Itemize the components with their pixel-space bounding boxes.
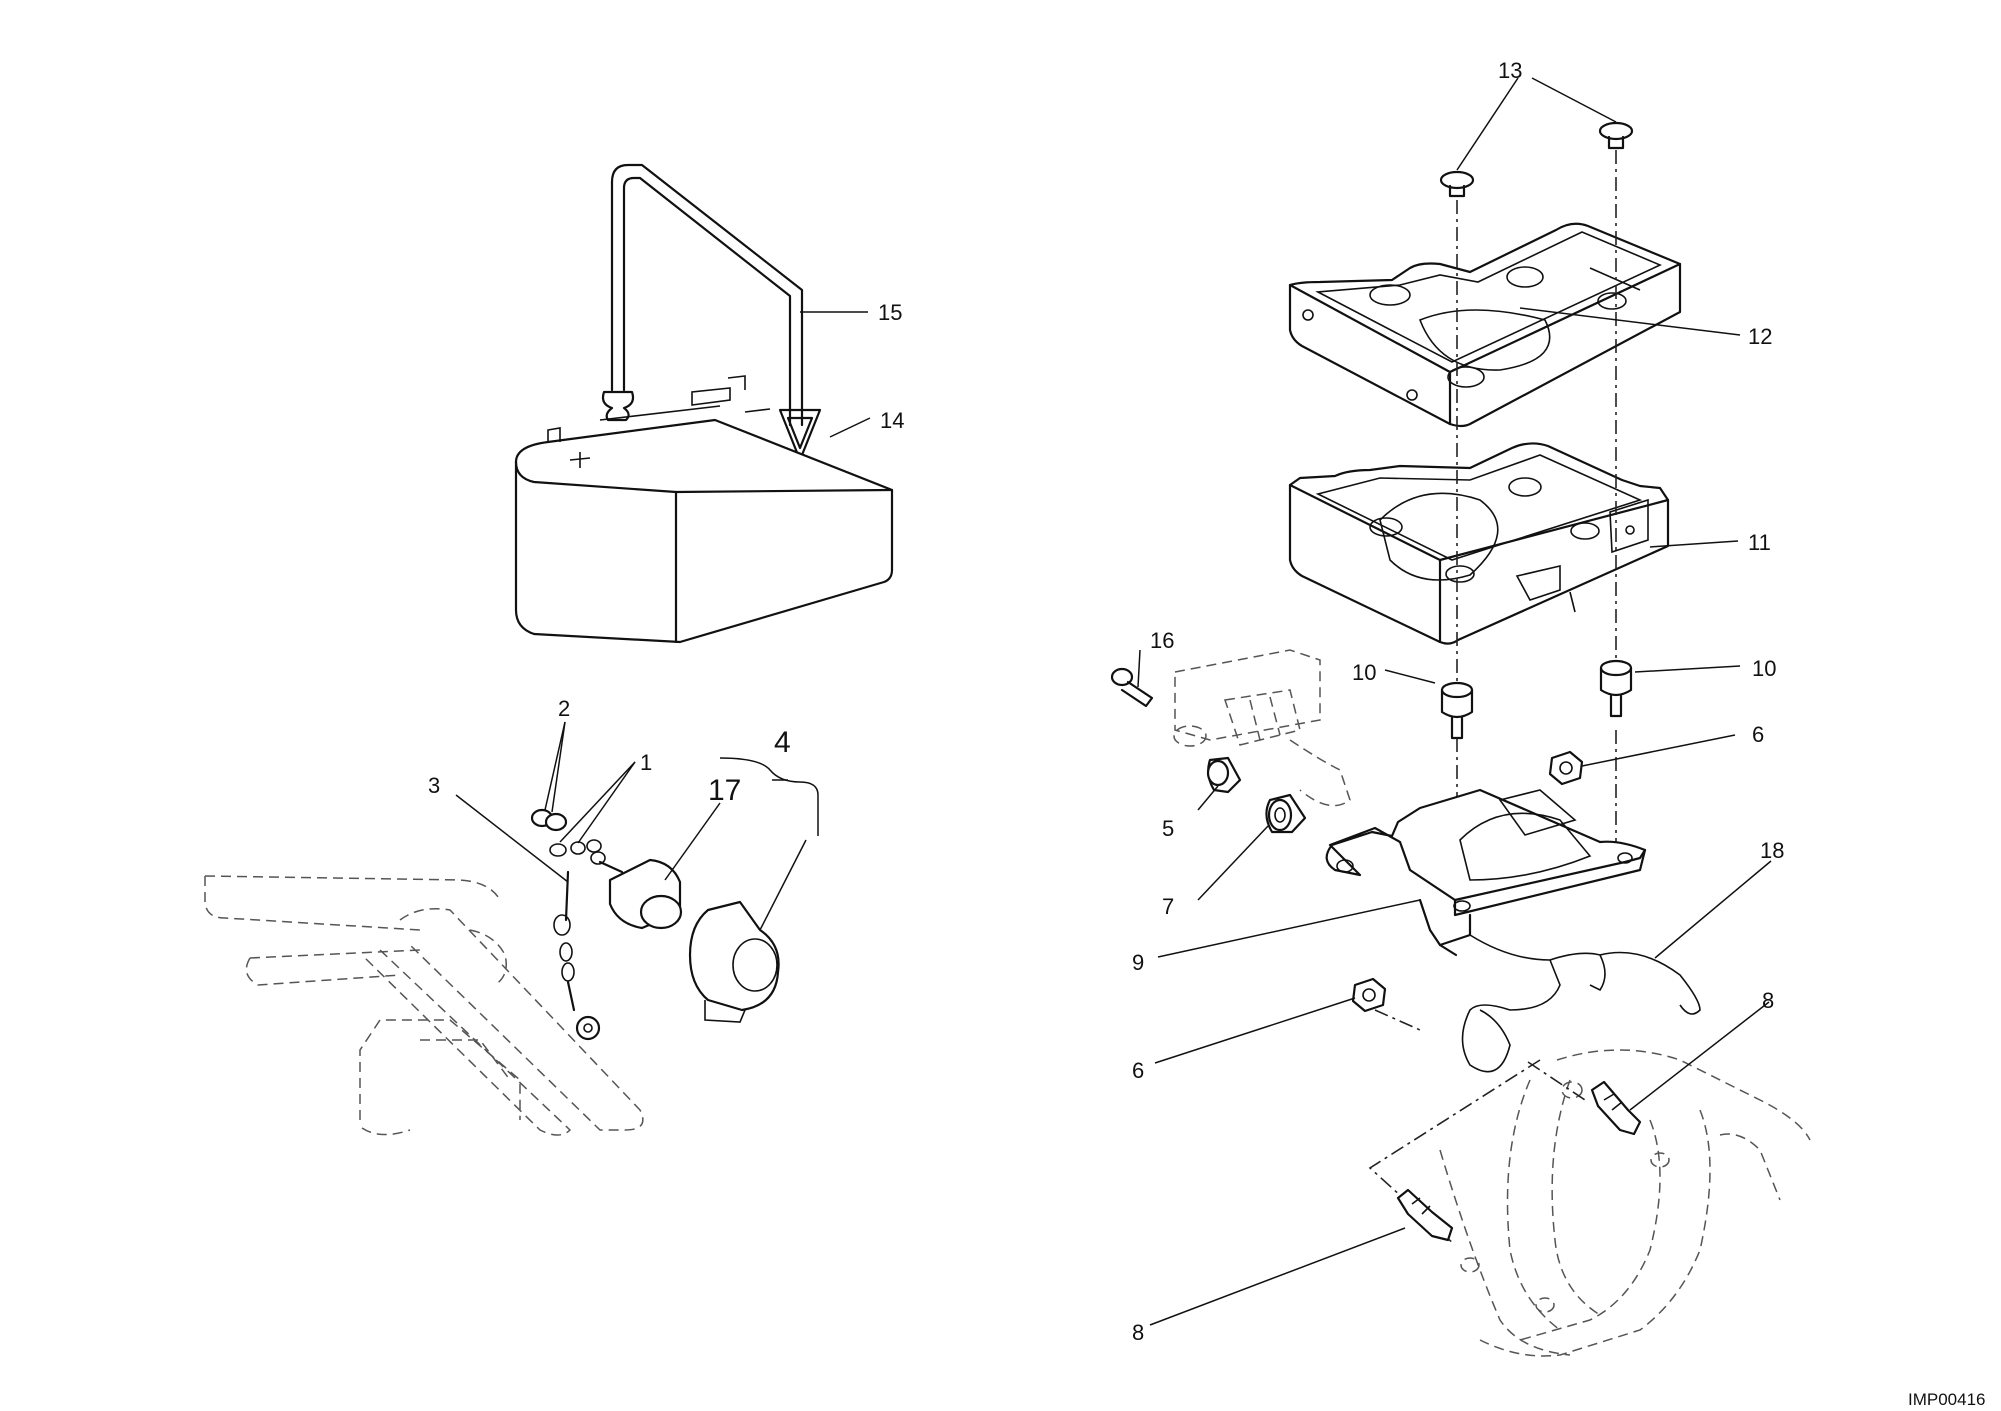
wiring-connector bbox=[1173, 649, 1351, 807]
support-bracket bbox=[1325, 788, 1647, 957]
callout-1: 1 bbox=[640, 750, 652, 775]
grommet-7 bbox=[1265, 793, 1307, 834]
callout-12: 12 bbox=[1748, 324, 1772, 349]
grommet-5 bbox=[1206, 756, 1242, 794]
battery-strap bbox=[601, 163, 822, 462]
rear-fender bbox=[1368, 1009, 1811, 1357]
sensor-8-upper bbox=[1590, 1080, 1642, 1136]
spacer-10-right bbox=[1599, 659, 1633, 718]
screw-13-right bbox=[1598, 121, 1634, 150]
callout-13: 13 bbox=[1498, 58, 1522, 83]
battery-box-cover bbox=[1288, 222, 1682, 428]
callout-2: 2 bbox=[558, 696, 570, 721]
nut-6-upper bbox=[1548, 750, 1584, 786]
callout-18: 18 bbox=[1760, 838, 1784, 863]
callout-6-lower: 6 bbox=[1132, 1058, 1144, 1083]
callout-3: 3 bbox=[428, 773, 440, 798]
callout-9: 9 bbox=[1132, 950, 1144, 975]
callout-17: 17 bbox=[708, 774, 741, 807]
battery-tray bbox=[1288, 442, 1670, 645]
screw-16 bbox=[1110, 667, 1154, 708]
callout-labels: 15 14 13 12 11 10 10 16 6 5 7 9 6 8 8 18… bbox=[428, 58, 1784, 1345]
sensor-8-lower bbox=[1396, 1188, 1454, 1242]
leader-lines bbox=[455, 77, 1772, 1326]
callout-10-right: 10 bbox=[1752, 656, 1776, 681]
callout-10-left: 10 bbox=[1352, 660, 1376, 685]
callout-11: 11 bbox=[1748, 530, 1771, 555]
nut-6-lower bbox=[1351, 977, 1387, 1013]
callout-8-lower: 8 bbox=[1132, 1320, 1144, 1345]
wire-spring bbox=[1461, 934, 1701, 1073]
frame-tubes bbox=[204, 875, 644, 1136]
callout-15: 15 bbox=[878, 300, 902, 325]
reference-code: IMP00416 bbox=[1908, 1390, 1986, 1409]
callout-8-upper: 8 bbox=[1762, 988, 1774, 1013]
callout-4: 4 bbox=[774, 726, 791, 759]
battery bbox=[514, 375, 894, 644]
callout-16: 16 bbox=[1150, 628, 1174, 653]
callout-6-upper: 6 bbox=[1752, 722, 1764, 747]
callout-7: 7 bbox=[1162, 894, 1174, 919]
spacer-10-left bbox=[1440, 681, 1474, 740]
screw-13-left bbox=[1439, 170, 1475, 198]
callout-5: 5 bbox=[1162, 816, 1174, 841]
fuse-assembly bbox=[530, 808, 780, 1041]
callout-14: 14 bbox=[880, 408, 904, 433]
